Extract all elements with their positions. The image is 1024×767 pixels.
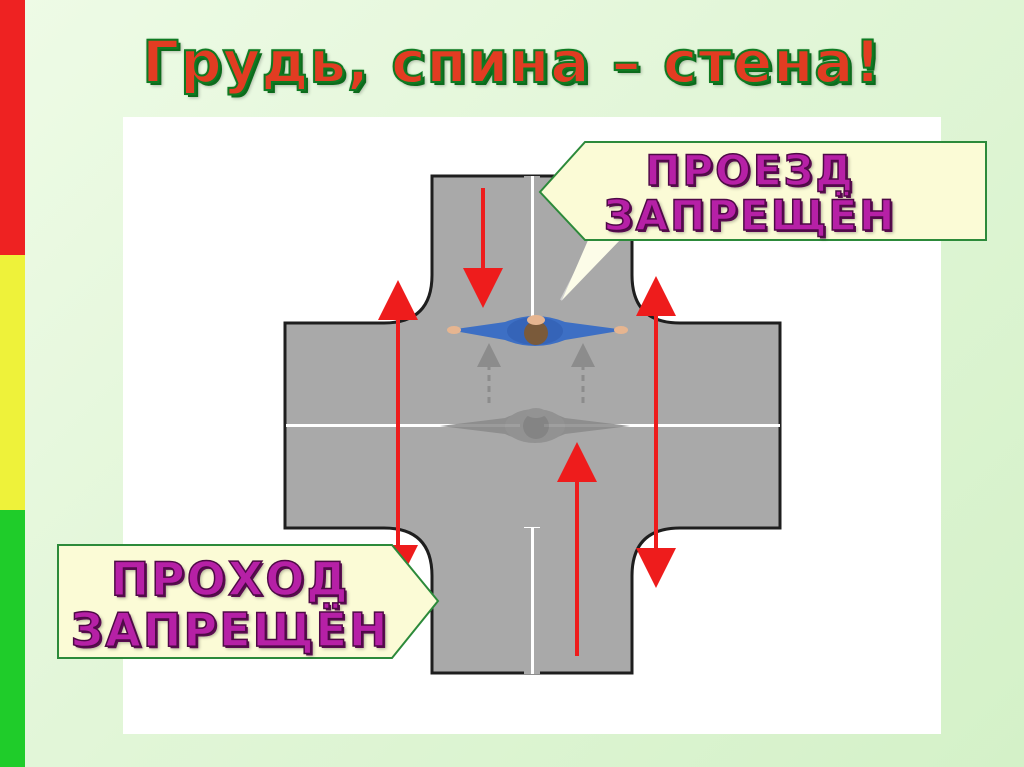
controller-ghost-figure xyxy=(440,408,630,443)
lane-line-top xyxy=(531,176,534,323)
callout-top-shape xyxy=(538,141,987,301)
traffic-yellow-segment xyxy=(0,255,25,510)
callout-bottom-shape xyxy=(57,544,440,659)
slide-title: Грудь, спина – стена! xyxy=(141,27,882,97)
traffic-green-segment xyxy=(0,510,25,767)
red-direction-arrows xyxy=(378,188,676,656)
movement-dashed-arrows xyxy=(477,343,595,403)
callout-top-line2: ЗАПРЕЩЁН xyxy=(603,191,897,241)
lane-line-bottom xyxy=(531,528,534,674)
traffic-red-segment xyxy=(0,0,25,255)
callout-top-line1: ПРОЕЗД xyxy=(644,146,855,196)
traffic-controller-figure xyxy=(447,315,628,346)
callout-bottom-line1: ПРОХОД xyxy=(110,552,350,606)
callout-bottom-line2: ЗАПРЕЩЁН xyxy=(70,603,390,657)
traffic-light-bar xyxy=(0,0,25,767)
